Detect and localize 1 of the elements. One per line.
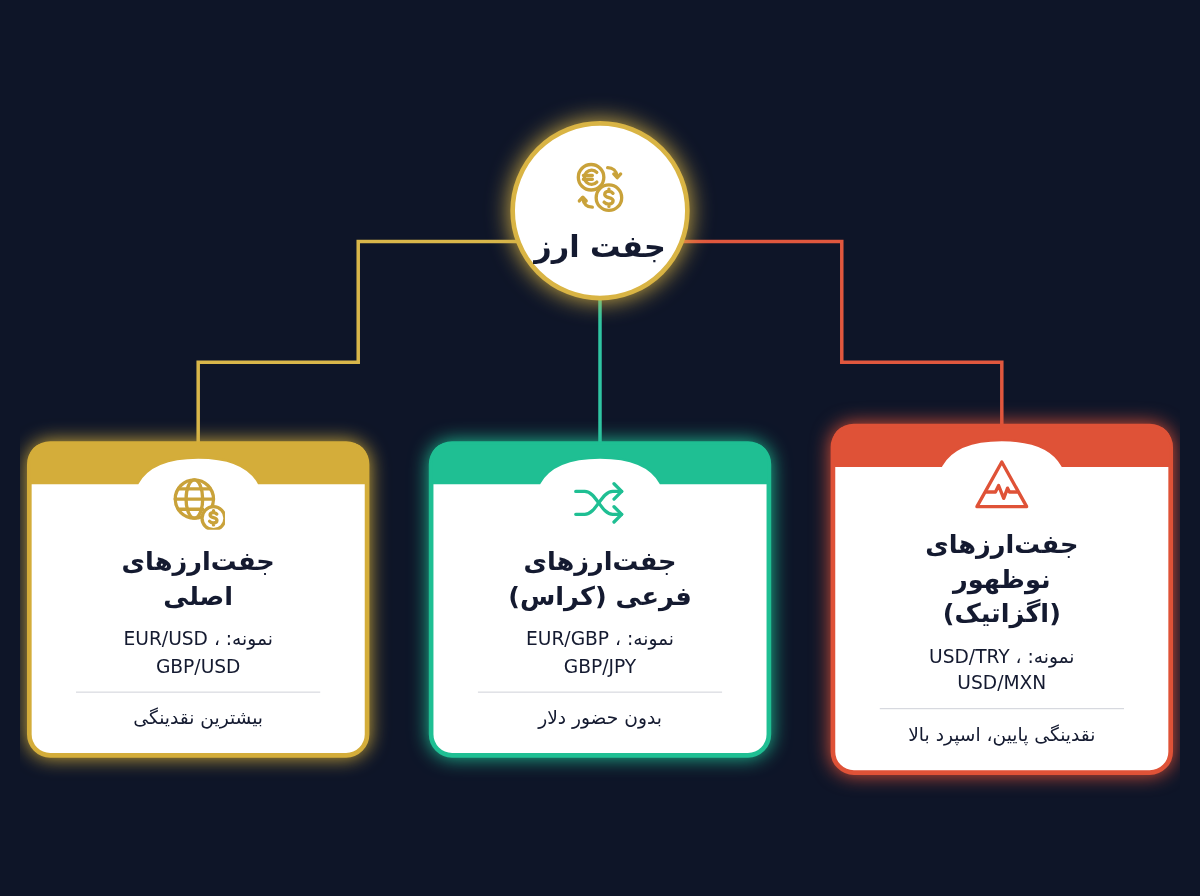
node-circle: جفت ارز xyxy=(510,121,690,301)
